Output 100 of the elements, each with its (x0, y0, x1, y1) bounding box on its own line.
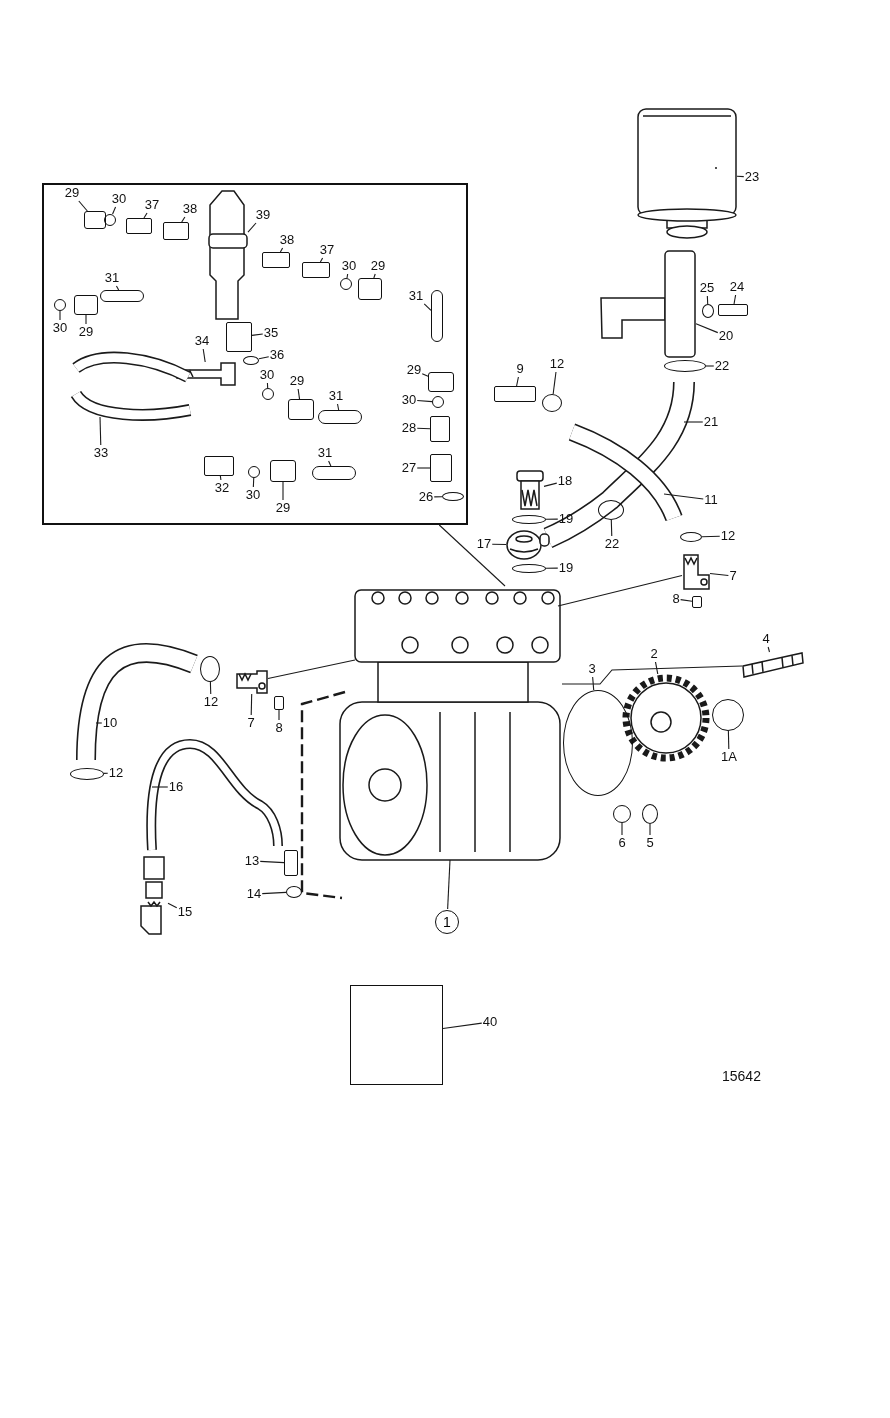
callout-number: 6 (618, 836, 626, 850)
leader-line (416, 467, 431, 469)
leader-line (259, 860, 285, 864)
callout-number: 1A (721, 750, 737, 764)
leader-line (258, 356, 270, 360)
callout-number: 4 (762, 632, 770, 646)
callout-number: 30 (259, 368, 275, 382)
callout-number: 38 (279, 233, 295, 247)
callout-number: 30 (245, 488, 261, 502)
callout-number: 13 (244, 854, 260, 868)
leader-line (115, 285, 120, 291)
callout-number: 31 (408, 289, 424, 303)
elbow-fitting (682, 554, 710, 590)
callout-number: 12 (108, 766, 124, 780)
leader-line (209, 681, 212, 695)
leader-line (442, 1022, 483, 1030)
leader-line (695, 323, 719, 334)
leader-line (543, 482, 558, 487)
callout-number: 9 (516, 362, 524, 376)
callout-number: 31 (328, 389, 344, 403)
stud (742, 652, 804, 678)
callout-number: 23 (744, 170, 760, 184)
callout-number: 32 (214, 481, 230, 495)
leader-line (85, 314, 87, 325)
callout-number: 5 (646, 836, 654, 850)
leader-line (736, 175, 745, 178)
callout-number: 29 (64, 186, 80, 200)
callout-number: 35 (263, 326, 279, 340)
callout-number: 10 (102, 716, 118, 730)
leader-line (621, 822, 623, 836)
threaded-fitting (204, 456, 234, 476)
banjo-fitting (506, 530, 550, 560)
callout-number: 26 (418, 490, 434, 504)
callout-number: 33 (93, 446, 109, 460)
pipe-with-bracket (600, 250, 696, 358)
callout-number: 8 (672, 592, 680, 606)
leader-line (278, 709, 280, 721)
leader-line (279, 247, 284, 253)
callout-number: 38 (182, 202, 198, 216)
hex-nut (74, 295, 98, 315)
hex-nut (84, 211, 106, 229)
assembly-axis-line (557, 574, 683, 607)
callout-number: 8 (275, 721, 283, 735)
leader-line (167, 902, 178, 909)
threaded-fitting (430, 454, 452, 482)
callout-number: 21 (703, 415, 719, 429)
callout-number: 28 (401, 421, 417, 435)
callout-number: 24 (729, 280, 745, 294)
threaded-fitting (226, 322, 252, 352)
threaded-fitting (163, 222, 189, 240)
leader-line (95, 722, 103, 724)
leader-line (733, 294, 737, 305)
leader-line (423, 303, 432, 311)
callout-number: 12 (203, 695, 219, 709)
callout-number: 29 (406, 363, 422, 377)
callout-number: 17 (476, 537, 492, 551)
drawing-number: 15642 (722, 1068, 761, 1084)
threaded-fitting (126, 218, 152, 234)
tube-piece (312, 466, 356, 480)
elbow-fitting (236, 670, 268, 694)
callout-number: 20 (718, 329, 734, 343)
leader-line (709, 572, 729, 577)
leader-line (252, 477, 255, 488)
callout-number: 39 (255, 208, 271, 222)
callout-number: 15 (177, 905, 193, 919)
leader-line (59, 310, 61, 321)
leader-line (552, 371, 557, 395)
callout-number: 37 (144, 198, 160, 212)
callout-number: 29 (289, 374, 305, 388)
callout-number: 36 (269, 348, 285, 362)
callout-number: 37 (319, 243, 335, 257)
leader-line (328, 460, 332, 467)
hex-nut (288, 399, 314, 420)
tube-piece (431, 290, 443, 342)
hex-nut (428, 372, 454, 392)
leader-line (654, 661, 659, 675)
threaded-fitting (284, 850, 298, 876)
callout-number: 22 (714, 359, 730, 373)
callout-number: 14 (246, 887, 262, 901)
leader-line (592, 676, 595, 691)
leader-line (680, 599, 693, 602)
leader-line (767, 646, 771, 653)
leader-line (373, 273, 376, 279)
leader-line (727, 730, 730, 750)
callout-number: 12 (549, 357, 565, 371)
leader-line (219, 475, 222, 481)
leader-line (261, 891, 287, 895)
leader-line (112, 206, 117, 215)
leader-line (181, 216, 186, 223)
callout-number: 22 (604, 537, 620, 551)
callout-number: 30 (52, 321, 68, 335)
callout-number: 2 (650, 647, 658, 661)
callout-number: 34 (194, 334, 210, 348)
leader-line (282, 481, 284, 501)
callout-number: 29 (78, 325, 94, 339)
leader-line (705, 365, 715, 367)
callout-number: 3 (588, 662, 596, 676)
leader-line (336, 403, 340, 411)
callout-number: 27 (401, 461, 417, 475)
parts-kit-packet (350, 985, 443, 1085)
